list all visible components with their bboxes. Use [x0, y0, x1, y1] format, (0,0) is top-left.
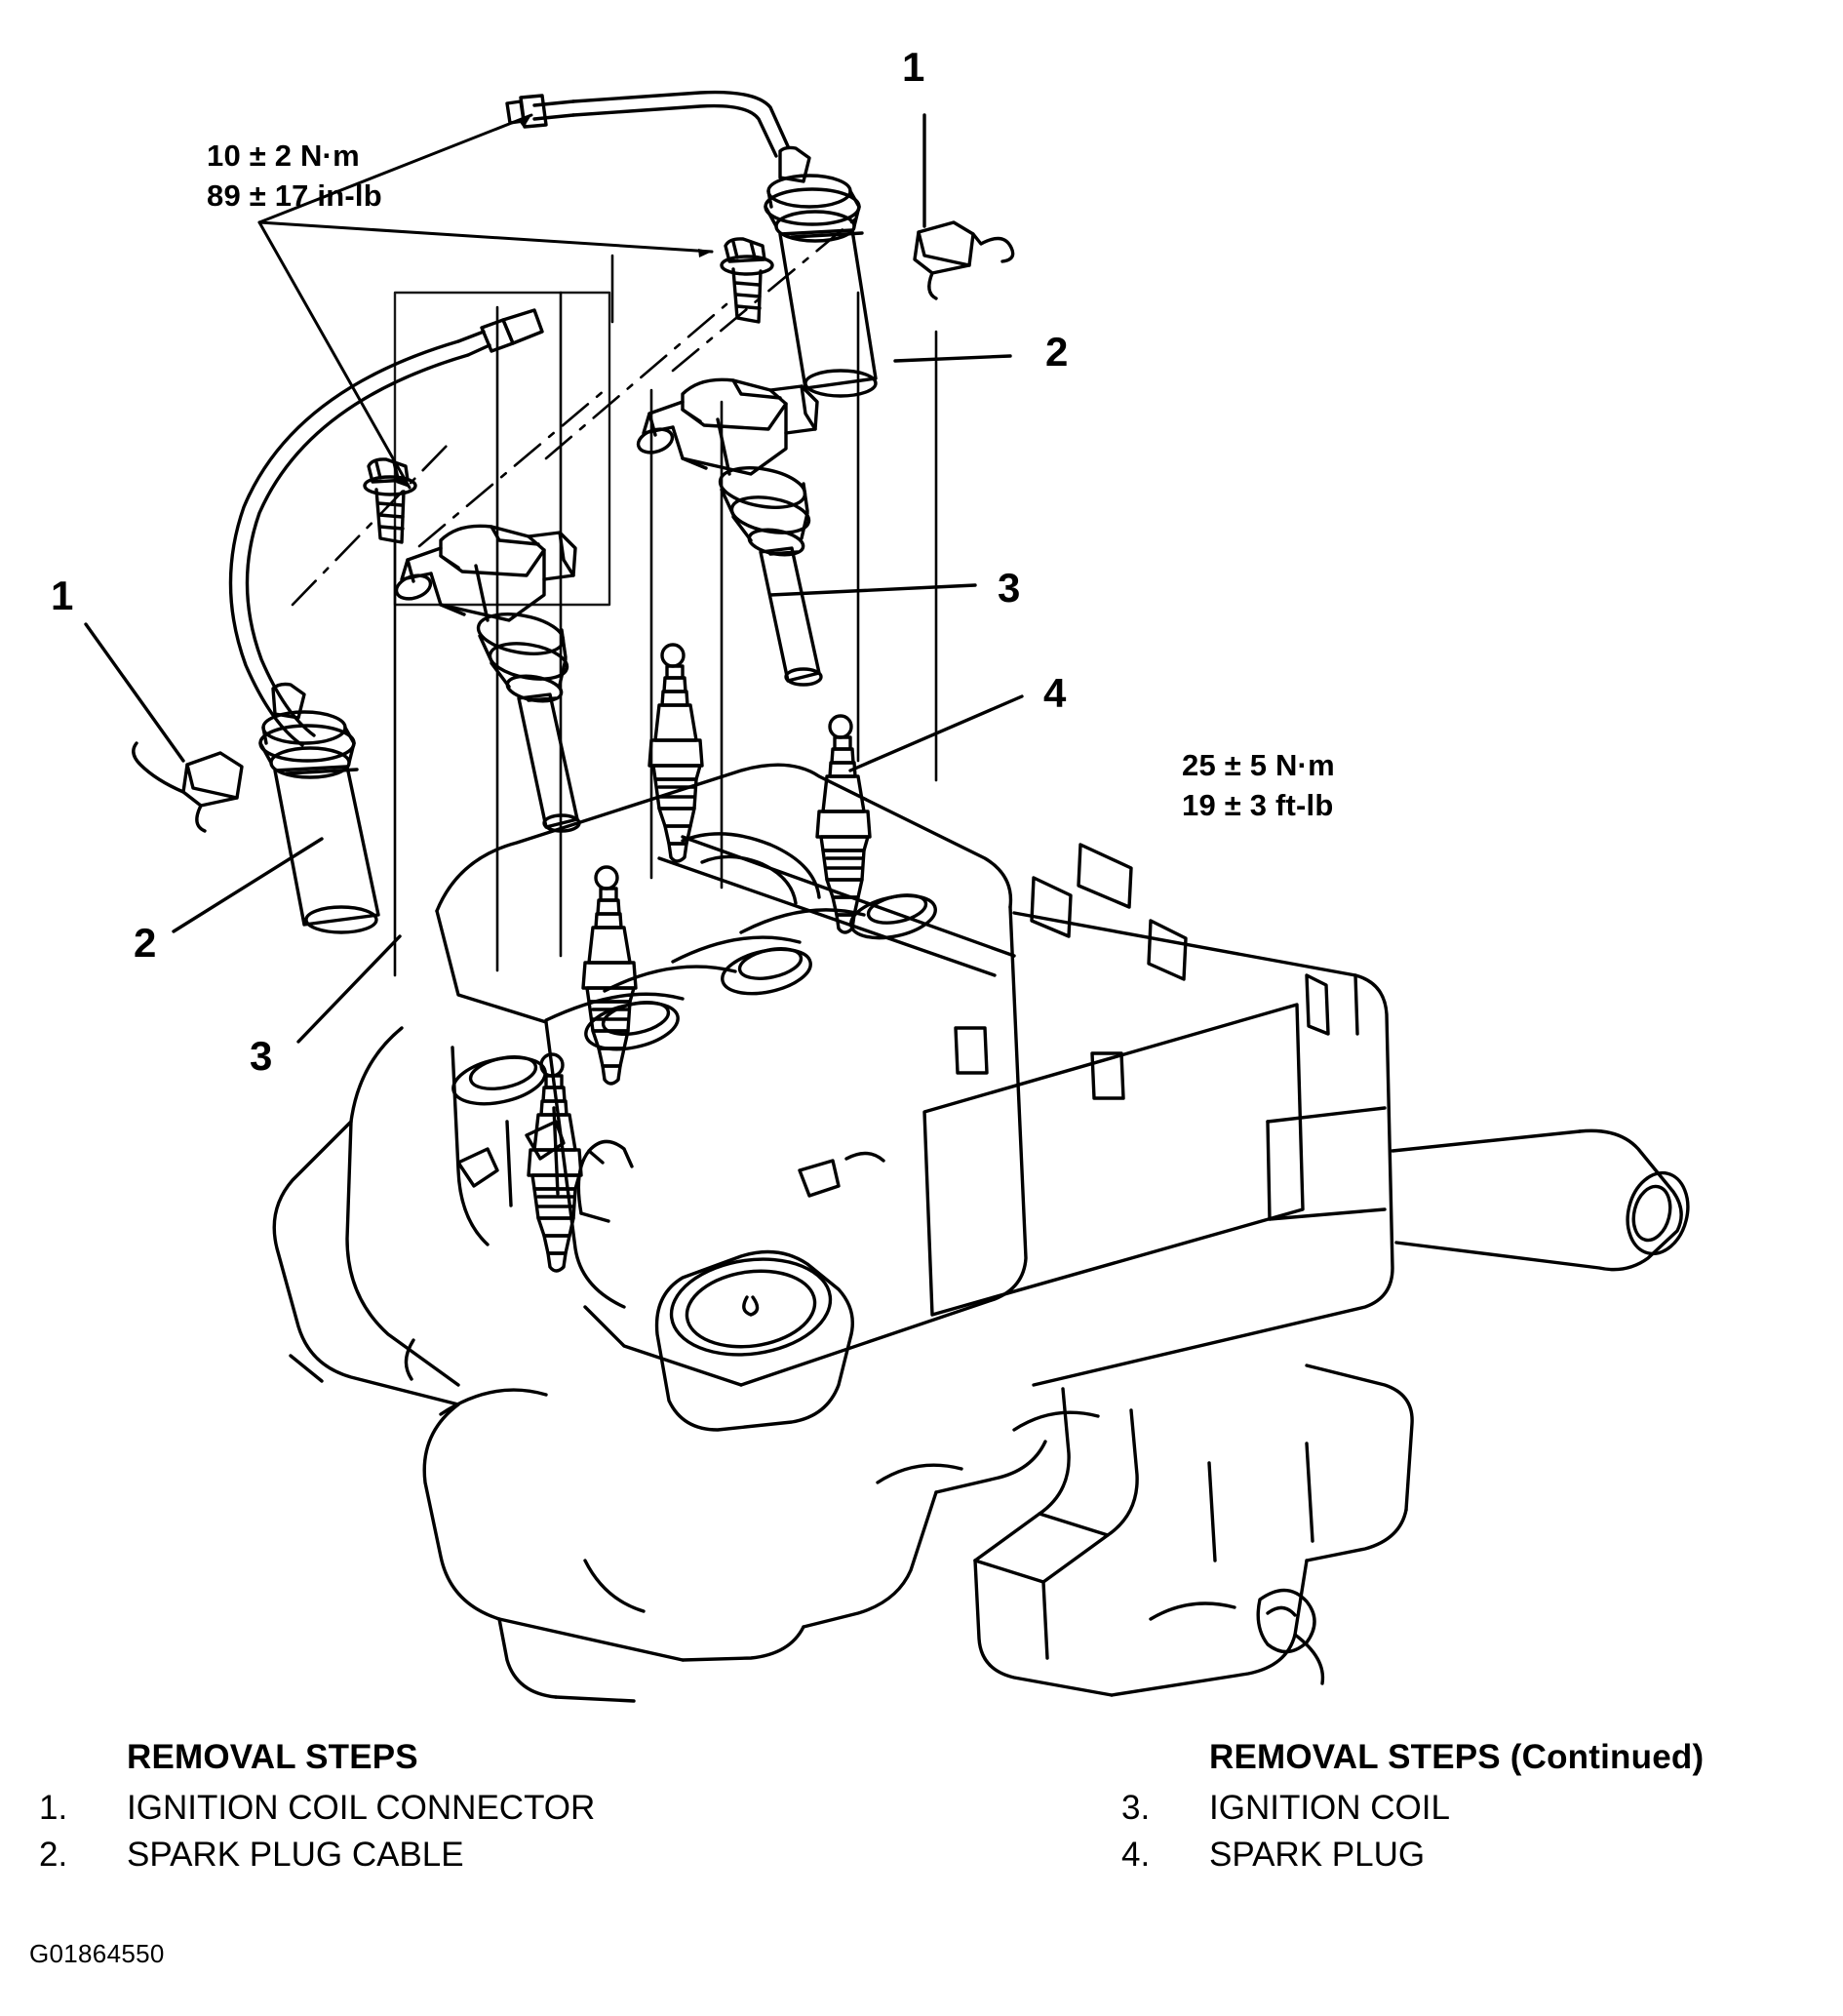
- removal-steps-column-right: REMOVAL STEPS (Continued) 3. IGNITION CO…: [1121, 1738, 1843, 1879]
- legend-item-label: SPARK PLUG: [1209, 1836, 1426, 1875]
- legend-item-number: 2.: [39, 1836, 68, 1875]
- exploded-path-rectangles: [393, 291, 611, 607]
- torque-spec-imperial: 19 ± 3 ft-lb: [1182, 787, 1334, 822]
- callout-2-right: 2: [1045, 329, 1069, 375]
- legend-item-label: IGNITION COIL: [1209, 1789, 1450, 1827]
- torque-leader-arrowheads: [396, 115, 712, 488]
- spark-plug-cable-left: [258, 682, 380, 934]
- legend-item-label: IGNITION COIL CONNECTOR: [127, 1789, 596, 1827]
- torque-spec-ignition-coil: 10 ± 2 N·m 89 ± 17 in-lb: [207, 137, 382, 217]
- removal-steps-column-left: REMOVAL STEPS 1. IGNITION COIL CONNECTOR…: [39, 1738, 819, 1879]
- callout-2-left: 2: [134, 920, 157, 966]
- legend-item-number: 3.: [1121, 1789, 1151, 1827]
- callout-3-right: 3: [998, 565, 1021, 611]
- exploded-guide-lines: [393, 254, 938, 977]
- torque-spec-metric: 10 ± 2 N·m: [207, 138, 360, 173]
- removal-steps-title-right: REMOVAL STEPS (Continued): [1209, 1738, 1705, 1776]
- legend-item-number: 1.: [39, 1789, 68, 1827]
- legend-row: 3. IGNITION COIL: [1121, 1785, 1843, 1832]
- legend-row: 4. SPARK PLUG: [1121, 1832, 1843, 1878]
- torque-spec-metric: 25 ± 5 N·m: [1182, 748, 1335, 782]
- spark-plug-cable-right: [505, 90, 878, 398]
- removal-steps-legend: REMOVAL STEPS 1. IGNITION COIL CONNECTOR…: [0, 1738, 1843, 1962]
- engine-assembly-outline: [272, 763, 1690, 1703]
- legend-item-number: 4.: [1121, 1836, 1151, 1875]
- legend-item-label: SPARK PLUG CABLE: [127, 1836, 464, 1875]
- figure-id-code: G01864550: [29, 1939, 165, 1968]
- spark-plug-center: [647, 643, 704, 863]
- ignition-coil-lower: [394, 524, 581, 833]
- callout-4-right: 4: [1043, 670, 1067, 716]
- engine-ignition-exploded-diagram: [84, 90, 1690, 1703]
- callout-3-left: 3: [250, 1033, 273, 1079]
- removal-steps-title-left: REMOVAL STEPS: [127, 1738, 418, 1776]
- torque-spec-spark-plug: 25 ± 5 N·m 19 ± 3 ft-lb: [1182, 746, 1335, 826]
- callout-1-top-right: 1: [902, 44, 925, 90]
- coil-harness-wire-left: [228, 308, 544, 747]
- legend-row: 2. SPARK PLUG CABLE: [39, 1832, 819, 1878]
- phantom-assembly-lines: [291, 215, 860, 607]
- ignition-coil-connector-left: [132, 741, 244, 833]
- torque-leader-lines-coil: [257, 113, 714, 490]
- ignition-coil-connector-right: [913, 220, 1015, 300]
- callout-1-left: 1: [51, 573, 74, 618]
- spark-plug-left-middle: [581, 865, 638, 1086]
- legend-row: 1. IGNITION COIL CONNECTOR: [39, 1785, 819, 1832]
- torque-spec-imperial: 89 ± 17 in-lb: [207, 178, 382, 213]
- coil-mounting-bolt-lower: [363, 457, 417, 544]
- coil-mounting-bolt-upper: [720, 237, 774, 324]
- ignition-coil-upper: [636, 377, 823, 687]
